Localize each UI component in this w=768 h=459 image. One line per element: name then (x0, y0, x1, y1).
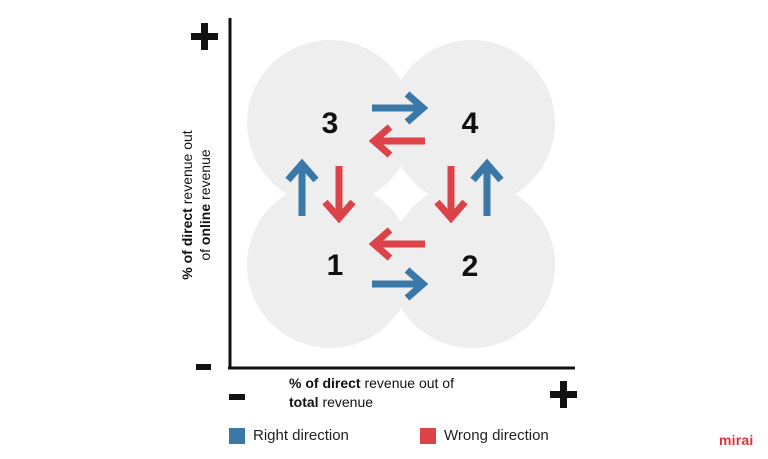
quadrant-circles (247, 40, 555, 348)
arrow-4-to-2-wrong (434, 166, 468, 224)
legend-swatch-right (229, 427, 245, 444)
y-plus-icon (191, 23, 218, 50)
legend-right-direction: Right direction (229, 427, 349, 444)
legend-label-wrong: Wrong direction (444, 427, 549, 444)
arrow-3-to-1-wrong (322, 166, 356, 224)
y-axis-label: % of direct revenue out of online revenu… (179, 130, 213, 280)
legend-wrong-direction: Wrong direction (420, 427, 549, 444)
arrow-2-to-1-wrong (368, 227, 425, 261)
arrow-2-to-4-right (470, 158, 504, 216)
quadrant-label-2: 2 (462, 250, 479, 283)
circle-quadrant-1 (247, 182, 413, 348)
x-plus-icon (550, 381, 577, 408)
circle-quadrant-3 (247, 40, 413, 206)
y-minus-icon (196, 364, 211, 370)
brand-logo: mirai (719, 432, 754, 448)
x-axis-label: % of direct revenue out of total revenue (289, 375, 454, 410)
legend-swatch-wrong (420, 427, 436, 444)
arrow-3-to-4-right (372, 91, 429, 125)
circle-quadrant-2 (389, 182, 555, 348)
legend-label-right: Right direction (253, 427, 349, 444)
quadrant-label-4: 4 (462, 107, 479, 140)
arrow-1-to-2-right (372, 267, 429, 301)
x-minus-icon (229, 394, 245, 400)
quadrant-label-1: 1 (327, 249, 344, 282)
arrow-4-to-3-wrong (368, 124, 425, 158)
circle-quadrant-4 (389, 40, 555, 206)
axis-markers (191, 23, 577, 408)
arrow-1-to-3-right (285, 158, 319, 216)
quadrant-label-3: 3 (322, 107, 339, 140)
axes (228, 18, 575, 370)
